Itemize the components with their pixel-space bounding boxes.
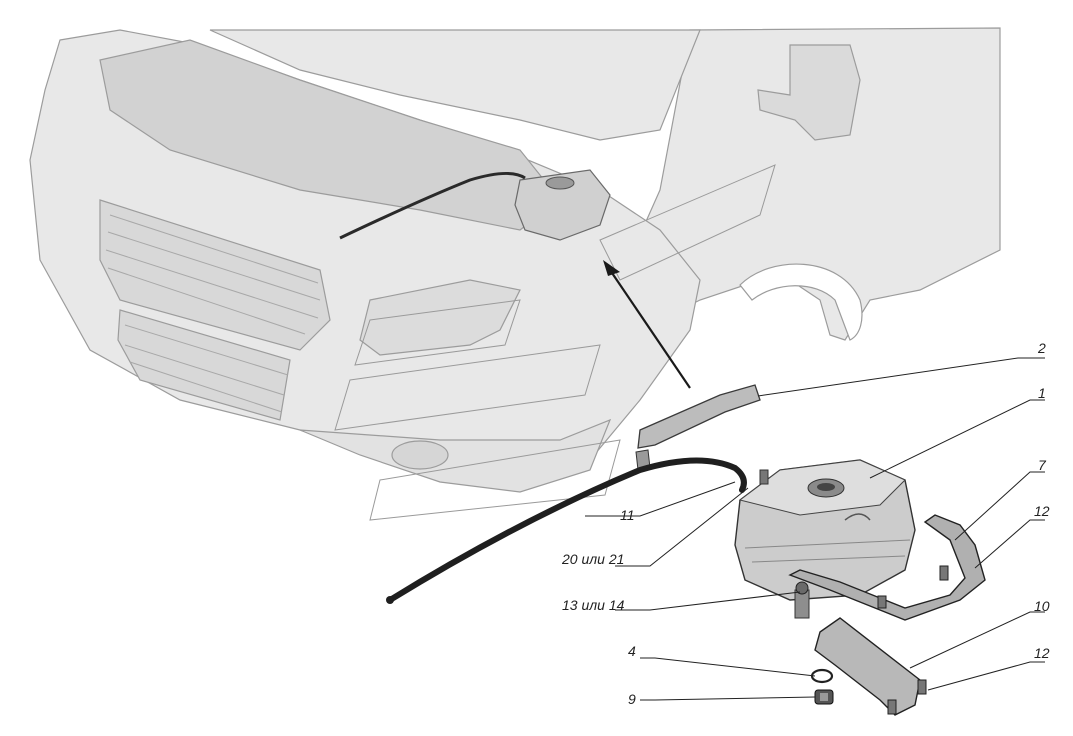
open-hood xyxy=(209,29,701,141)
callout-12-lower: 12 xyxy=(1034,645,1050,661)
callout-7: 7 xyxy=(1038,457,1047,473)
callout-10: 10 xyxy=(1034,598,1050,614)
part-10-bracket xyxy=(814,617,921,716)
part-9-grommet xyxy=(814,689,834,705)
leader-lines xyxy=(585,357,1045,701)
part-12-bolt-mid xyxy=(877,595,887,609)
radiator-grille xyxy=(99,199,331,351)
part-2-bracket xyxy=(637,384,761,449)
part-11-hose xyxy=(387,457,747,603)
part-7-strap xyxy=(788,514,986,621)
callout-11: 11 xyxy=(620,507,635,523)
hose-end xyxy=(386,596,394,604)
installation-arrow xyxy=(603,260,691,389)
installed-washer-tank xyxy=(514,169,611,241)
callout-12-upper: 12 xyxy=(1034,503,1050,519)
part-13-14-pump xyxy=(794,581,810,619)
tank-filler-opening xyxy=(817,483,835,491)
grille-slats xyxy=(105,214,321,413)
installed-hose xyxy=(339,172,526,240)
part-12-bolt-upper xyxy=(939,565,949,581)
callout-9: 9 xyxy=(628,691,636,707)
callout-4: 4 xyxy=(628,643,636,659)
wheel-arch xyxy=(739,263,863,341)
bracket-ghost-outline xyxy=(334,164,776,521)
callout-1: 1 xyxy=(1038,385,1046,401)
side-mirror xyxy=(757,44,861,141)
vehicle-body xyxy=(29,27,1001,493)
callout-20-or-21: 20 или 21 xyxy=(561,551,624,567)
callout-2: 2 xyxy=(1037,340,1046,356)
lower-grille xyxy=(117,309,291,421)
part-12-bolt-lower xyxy=(887,679,927,715)
part-1-washer-tank xyxy=(734,459,916,601)
front-bumper xyxy=(299,418,612,493)
fog-lamp xyxy=(391,440,449,470)
headlamp xyxy=(359,279,521,356)
callout-13-or-14: 13 или 14 xyxy=(562,597,625,613)
